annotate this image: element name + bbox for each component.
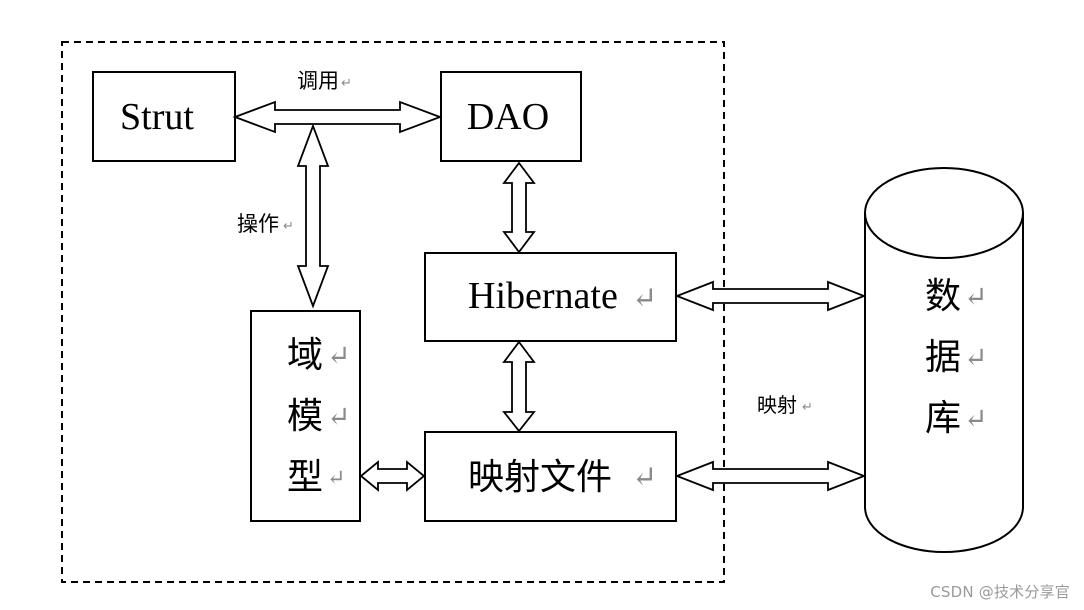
- domain-model-mark-2: ↵: [327, 402, 350, 433]
- operate-edge-label: 操作 ↵: [237, 212, 294, 236]
- database-cylinder-top: [864, 167, 1024, 259]
- call-edge-label: 调用 ↵: [297, 69, 352, 93]
- hibernate-label: Hibernate: [468, 275, 618, 317]
- mapping-database-arrow: [674, 460, 867, 492]
- database-mark-3: ↵: [964, 404, 987, 435]
- mapping-label-mark: ↵: [802, 400, 813, 415]
- call-label: 调用: [297, 69, 339, 93]
- database-char-1: 数: [925, 276, 961, 316]
- domain-model-char-3: 型: [287, 457, 323, 497]
- hibernate-paragraph-mark: ↵: [632, 282, 657, 315]
- strut-dao-arrow: [232, 100, 443, 134]
- csdn-watermark: CSDN @技术分享官: [930, 583, 1070, 601]
- domain-model-node: 域 ↵ 模 ↵ 型 ↵: [250, 310, 361, 522]
- call-label-mark: ↵: [341, 76, 352, 91]
- database-mark-1: ↵: [964, 282, 987, 313]
- strut-node: Strut: [92, 71, 236, 162]
- dao-hibernate-arrow: [502, 161, 536, 254]
- domain-mapping-arrow: [359, 460, 426, 492]
- mapping-file-label: 映射文件: [468, 457, 612, 497]
- hibernate-mapping-arrow: [502, 340, 536, 433]
- mapping-file-node: 映射文件 ↵: [424, 431, 677, 522]
- strut-domain-arrow: [296, 123, 330, 309]
- hibernate-node: Hibernate ↵: [424, 252, 677, 342]
- mapping-file-paragraph-mark: ↵: [632, 461, 657, 494]
- mapping-label: 映射: [757, 393, 797, 417]
- database-mark-2: ↵: [964, 343, 987, 374]
- database-char-2: 据: [925, 337, 961, 377]
- domain-model-box: [250, 310, 361, 522]
- dao-label: DAO: [467, 96, 549, 138]
- strut-box: [92, 71, 236, 162]
- database-cylinder-body: [864, 213, 1024, 553]
- domain-model-mark-1: ↵: [327, 341, 350, 372]
- hibernate-database-arrow: [674, 280, 867, 312]
- strut-label: Strut: [120, 96, 194, 138]
- application-boundary: [61, 41, 725, 583]
- mapping-edge-label: 映射 ↵: [757, 393, 813, 417]
- hibernate-box: [424, 252, 677, 342]
- database-node: 数 ↵ 据 ↵ 库 ↵: [864, 167, 1024, 553]
- operate-label: 操作: [237, 212, 279, 236]
- domain-model-char-1: 域: [287, 335, 323, 375]
- mapping-file-box: [424, 431, 677, 522]
- dao-box: [440, 71, 582, 162]
- operate-label-mark: ↵: [283, 219, 294, 234]
- domain-model-mark-3: ↵: [327, 465, 345, 490]
- dao-node: DAO: [440, 71, 582, 162]
- domain-model-char-2: 模: [287, 396, 323, 436]
- database-char-3: 库: [925, 398, 961, 438]
